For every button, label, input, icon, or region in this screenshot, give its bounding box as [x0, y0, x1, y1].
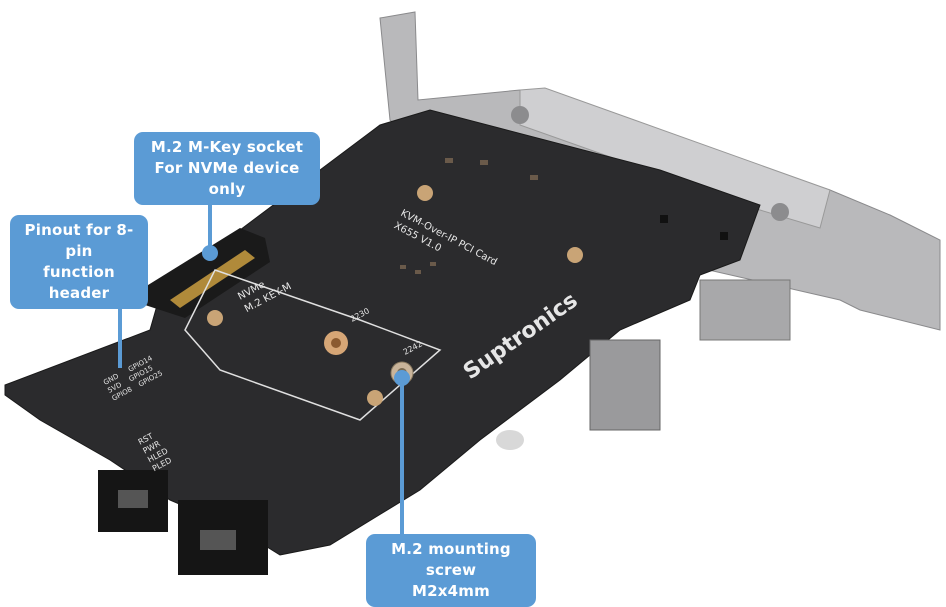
- screw-callout: M.2 mounting screw M2x4mm: [366, 534, 536, 607]
- m2-socket: [140, 228, 270, 318]
- socket-callout: M.2 M-Key socket For NVMe device only: [134, 132, 320, 205]
- socket-callout-line2: For NVMe device only: [154, 159, 300, 198]
- pinout-callout-line1: Pinout for 8-pin: [24, 221, 134, 260]
- socket-callout-line: [208, 186, 212, 252]
- bracket-tab: [519, 87, 831, 229]
- pinout-callout-line2: function header: [43, 263, 115, 302]
- pinout-callout: Pinout for 8-pin function header: [10, 215, 148, 309]
- socket-callout-line1: M.2 M-Key socket: [150, 138, 304, 156]
- pinout-callout-line: [118, 268, 122, 368]
- socket-callout-dot: [202, 245, 218, 261]
- screw-callout-line: [400, 378, 404, 536]
- screw-callout-dot: [394, 370, 410, 386]
- screw-callout-line2: M2x4mm: [412, 582, 490, 600]
- screw-callout-line1: M.2 mounting screw: [391, 540, 511, 579]
- rj45-jack: [589, 339, 661, 431]
